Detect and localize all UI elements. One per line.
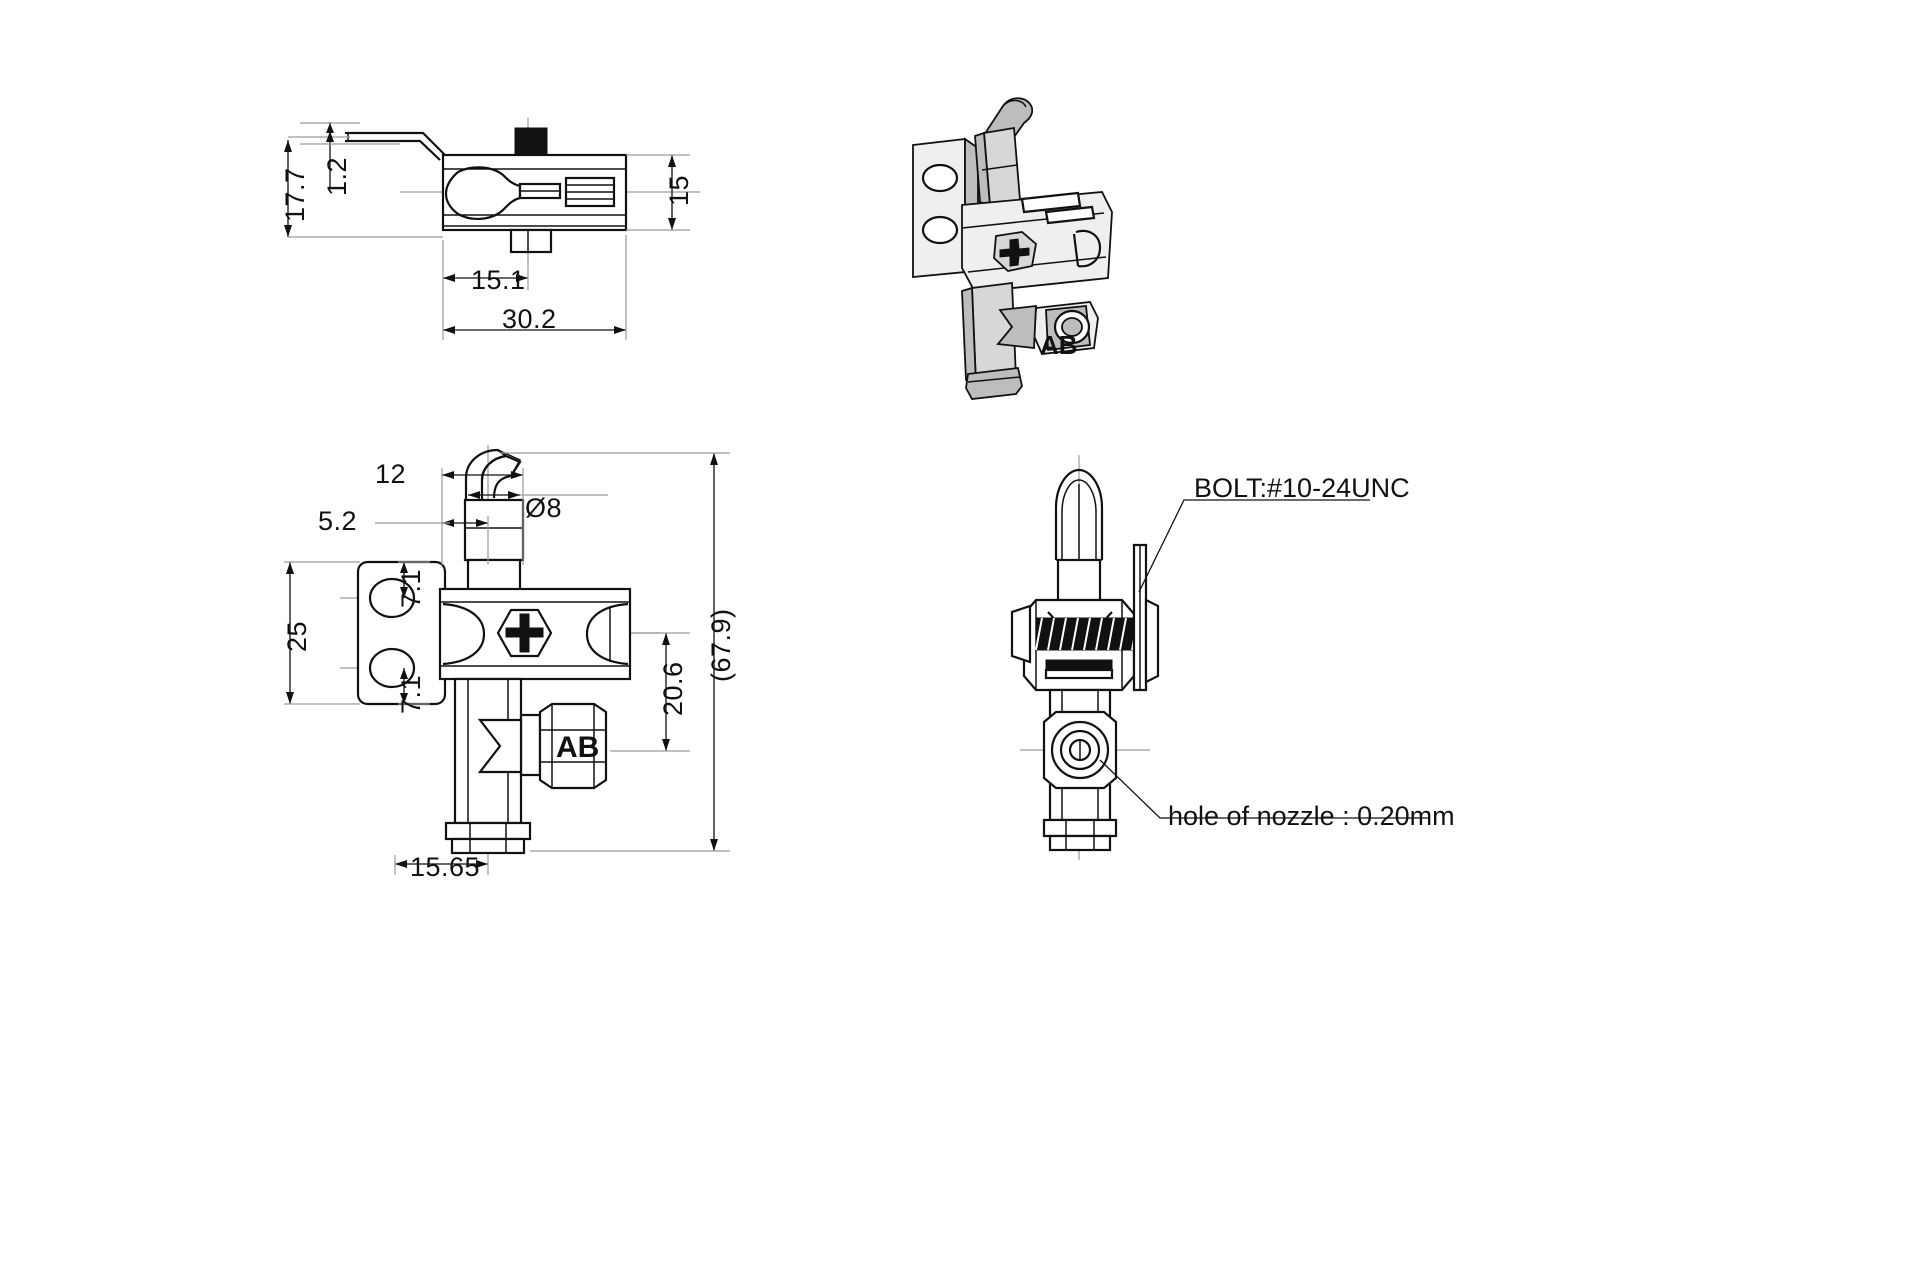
view-top-left [284, 118, 700, 340]
view-bottom-left: AB [284, 445, 730, 875]
dimension-15-1: 15.1 [471, 265, 526, 295]
dimension-17-7: 17.7 [280, 167, 310, 222]
dimension-1-2: 1.2 [322, 156, 352, 196]
dimension-15-65: 15.65 [410, 852, 481, 882]
dimension-20-6: 20.6 [658, 661, 688, 716]
dimension-7-1-lower: 7.1 [396, 674, 426, 714]
dimension-7-1-upper: 7.1 [396, 568, 426, 608]
callout-bolt-label: BOLT:#10-24UNC [1194, 473, 1410, 503]
dimension-5-2: 5.2 [318, 506, 358, 536]
dimension-12: 12 [375, 459, 407, 489]
view-bottom-right [1010, 455, 1430, 860]
svg-text:AB: AB [1040, 330, 1078, 360]
dimension-30-2: 30.2 [502, 304, 557, 334]
dimension-15: 15 [664, 174, 694, 206]
dimension-67-9: (67.9) [706, 608, 736, 682]
dimension-25: 25 [282, 620, 312, 652]
svg-text:AB: AB [556, 731, 599, 764]
view-top-right: AB [912, 97, 1113, 400]
callout-nozzle-label: hole of nozzle : 0.20mm [1168, 801, 1455, 831]
dimension-diameter-8: Ø8 [525, 493, 563, 523]
